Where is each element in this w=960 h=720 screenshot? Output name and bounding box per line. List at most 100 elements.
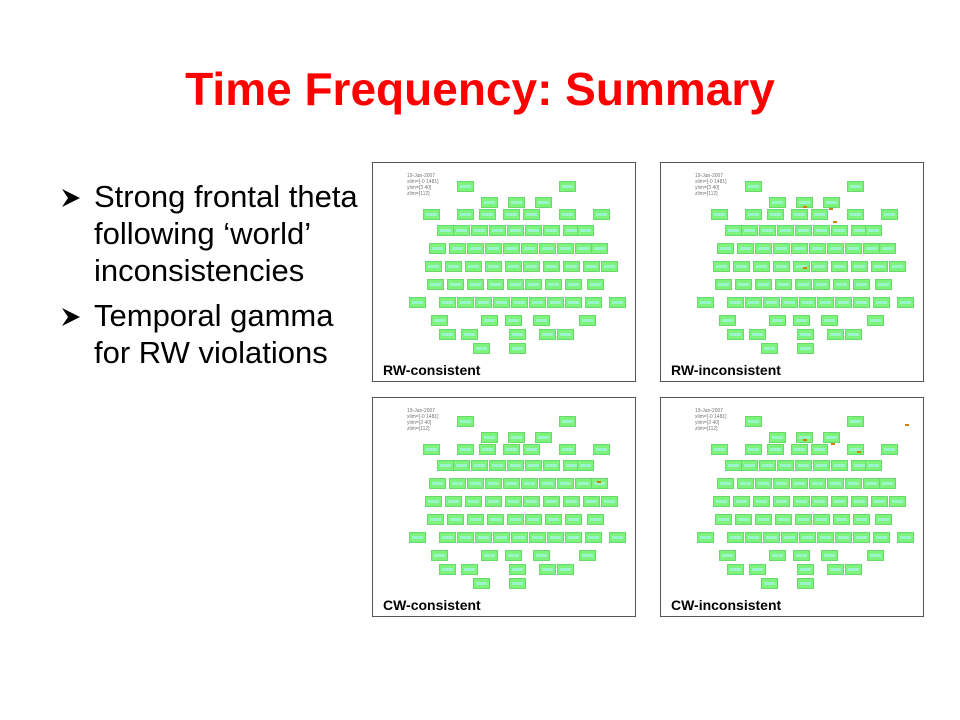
- electrode-tile: [473, 578, 490, 589]
- electrode-tile: [503, 444, 520, 455]
- electrode-tile: [543, 225, 560, 236]
- electrode-tile: [717, 243, 734, 254]
- electrode-tile: [409, 532, 426, 543]
- electrode-tile: [587, 514, 604, 525]
- electrode-tile: [505, 496, 522, 507]
- electrode-tile: [719, 315, 736, 326]
- electrode-tile: [897, 532, 914, 543]
- slide-title: Time Frequency: Summary: [185, 63, 775, 115]
- electrode-tile: [713, 496, 730, 507]
- electrode-tile: [453, 225, 470, 236]
- electrode-tile: [781, 297, 798, 308]
- electrode-tile: [467, 279, 484, 290]
- electrode-tile: [769, 550, 786, 561]
- electrode-tile: [539, 564, 556, 575]
- electrode-tile: [437, 460, 454, 471]
- electrode-tile: [545, 279, 562, 290]
- electrode-tile: [485, 243, 502, 254]
- electrode-tile: [875, 279, 892, 290]
- electrode-tile: [863, 478, 880, 489]
- electrode-tile: [609, 532, 626, 543]
- electrode-tile: [813, 514, 830, 525]
- electrode-tile: [509, 329, 526, 340]
- electrode-tile: [847, 209, 864, 220]
- electrode-tile: [473, 343, 490, 354]
- electrode-tile: [851, 261, 868, 272]
- electrode-tile: [823, 432, 840, 443]
- electrode-tile: [585, 297, 602, 308]
- electrode-tile: [727, 532, 744, 543]
- electrode-tile: [796, 432, 813, 443]
- electrode-tile: [429, 478, 446, 489]
- electrode-tile: [563, 261, 580, 272]
- electrode-tile: [457, 444, 474, 455]
- electrode-tile: [439, 297, 456, 308]
- electrode-tile: [535, 197, 552, 208]
- electrode-tile: [847, 416, 864, 427]
- bullet-item: Strong frontal theta following ‘world’ i…: [60, 178, 360, 289]
- electrode-tile: [507, 225, 524, 236]
- electrode-tile: [735, 279, 752, 290]
- electrode-tile: [557, 478, 574, 489]
- electrode-tile: [827, 243, 844, 254]
- electrode-tile: [717, 478, 734, 489]
- electrode-tile: [431, 550, 448, 561]
- electrode-tile: [767, 444, 784, 455]
- electrode-tile: [593, 444, 610, 455]
- electrode-tile: [813, 279, 830, 290]
- electrode-tile: [479, 209, 496, 220]
- electrode-tile: [845, 329, 862, 340]
- electrode-tile: [481, 550, 498, 561]
- electrode-tile: [579, 315, 596, 326]
- panel-metadata: 19-Jan-2007 xlim=[-0 1481] ylim=[3 40] z…: [695, 408, 727, 432]
- electrode-tile: [733, 261, 750, 272]
- electrode-tile: [791, 209, 808, 220]
- electrode-tile: [827, 478, 844, 489]
- electrode-tile: [809, 243, 826, 254]
- electrode-tile: [711, 209, 728, 220]
- activation-mark: [905, 424, 909, 426]
- electrode-tile: [557, 329, 574, 340]
- electrode-tile: [881, 444, 898, 455]
- electrode-tile: [795, 279, 812, 290]
- electrode-tile: [505, 261, 522, 272]
- electrode-tile: [529, 297, 546, 308]
- electrode-tile: [845, 243, 862, 254]
- electrode-tile: [509, 578, 526, 589]
- electrode-tile: [889, 261, 906, 272]
- electrode-tile: [457, 532, 474, 543]
- electrode-tile: [461, 564, 478, 575]
- electrode-tile: [481, 432, 498, 443]
- electrode-tile: [753, 261, 770, 272]
- bullet-item: Temporal gamma for RW violations: [60, 297, 360, 371]
- electrode-tile: [727, 564, 744, 575]
- electrode-tile: [821, 315, 838, 326]
- electrode-tile: [777, 225, 794, 236]
- panel-label: CW-consistent: [383, 597, 481, 613]
- electrode-tile: [831, 261, 848, 272]
- electrode-tile: [447, 279, 464, 290]
- electrode-tile: [863, 243, 880, 254]
- electrode-tile: [871, 496, 888, 507]
- electrode-tile: [539, 243, 556, 254]
- electrode-tile: [577, 225, 594, 236]
- electrode-tile: [847, 444, 864, 455]
- electrode-tile: [773, 243, 790, 254]
- electrode-tile: [557, 243, 574, 254]
- electrode-tile: [881, 209, 898, 220]
- electrode-tile: [817, 297, 834, 308]
- electrode-tile: [503, 243, 520, 254]
- electrode-tile: [897, 297, 914, 308]
- electrode-tile: [715, 279, 732, 290]
- electrode-tile: [755, 243, 772, 254]
- electrode-tile: [575, 478, 592, 489]
- electrode-tile: [713, 261, 730, 272]
- panel-metadata: 19-Jan-2007 xlim=[-0 1481] ylim=[3 40] z…: [407, 173, 439, 197]
- electrode-tile: [741, 460, 758, 471]
- electrode-tile: [755, 478, 772, 489]
- electrode-tile: [525, 279, 542, 290]
- electrode-tile: [465, 496, 482, 507]
- electrode-tile: [461, 329, 478, 340]
- electrode-tile: [769, 197, 786, 208]
- electrode-tile: [449, 243, 466, 254]
